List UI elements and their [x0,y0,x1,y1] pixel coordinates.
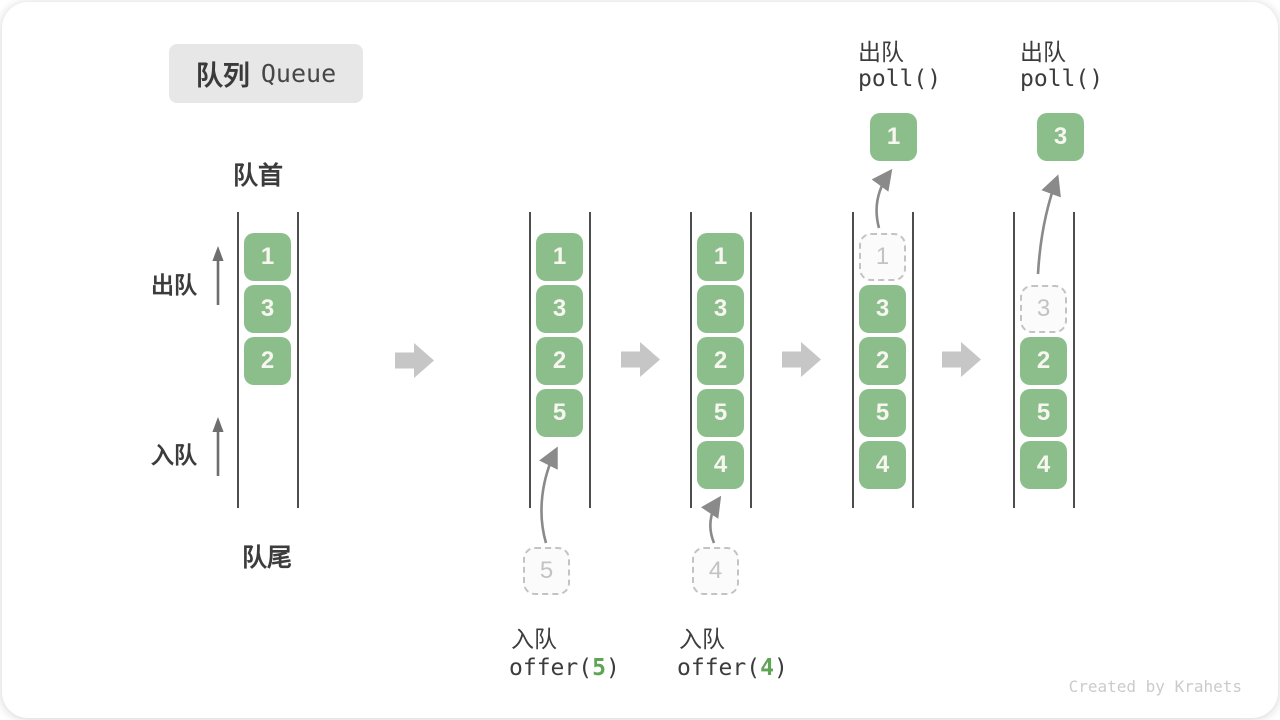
op-poll-code: poll() [858,66,942,92]
removed-item-placeholder: 3 [1020,285,1067,333]
op-enqueue-label: 入队 [511,626,557,652]
op-dequeue-label: 出队 [1020,39,1066,65]
dequeue-direction-arrow-icon [212,246,224,305]
queue-item: 1 [536,233,583,281]
incoming-item-placeholder: 5 [523,547,570,595]
op-offer-code: offer(4) [677,655,788,681]
step-arrow-icon [942,342,981,377]
code-argument: 4 [760,655,774,681]
code-prefix: offer( [677,655,761,681]
incoming-item-placeholder: 4 [692,547,739,595]
queue-item: 3 [859,285,906,333]
polled-item: 1 [870,113,917,161]
step-arrow-icon [621,342,660,377]
code-suffix: ) [773,655,788,681]
removed-item-placeholder: 1 [859,233,906,281]
op-offer-code: offer(5) [509,655,620,681]
title-badge: 队列 Queue [169,44,363,103]
op-poll-code: poll() [1020,66,1104,92]
label-enqueue-side: 入队 [151,442,197,468]
queue-rail-right [297,212,299,508]
queue-item: 4 [859,441,906,489]
queue-item: 2 [244,337,291,385]
queue-item: 5 [536,389,583,437]
queue-rail-left [1013,212,1015,508]
queue-rail-right [1073,212,1075,508]
queue-item: 1 [697,233,744,281]
op-enqueue-label: 入队 [679,626,725,652]
label-queue-rear: 队尾 [242,544,293,572]
credit-text: Created by Krahets [1068,677,1242,696]
queue-item: 2 [697,337,744,385]
queue-item: 5 [1020,389,1067,437]
queue-item: 4 [697,441,744,489]
queue-rail-right [912,212,914,508]
step-arrow-icon [395,343,434,378]
queue-rail-left [852,212,854,508]
title-chinese: 队列 [195,61,250,91]
queue-item: 3 [244,285,291,333]
enqueue-direction-arrow-icon [212,417,224,476]
label-queue-front: 队首 [233,162,284,190]
queue-rail-left [237,212,239,508]
queue-item: 2 [536,337,583,385]
step-arrow-icon [782,342,821,377]
queue-rail-right [750,212,752,508]
code-suffix: ) [605,655,620,681]
title-english: Queue [260,59,337,88]
queue-item: 1 [244,233,291,281]
queue-item: 4 [1020,441,1067,489]
polled-item: 3 [1037,113,1084,161]
queue-rail-left [690,212,692,508]
code-argument: 5 [592,655,606,681]
queue-item: 5 [859,389,906,437]
op-dequeue-label: 出队 [858,39,904,65]
queue-item: 3 [697,285,744,333]
queue-rail-left [529,212,531,508]
queue-item: 3 [536,285,583,333]
queue-rail-right [589,212,591,508]
label-dequeue-side: 出队 [151,272,197,298]
queue-item: 5 [697,389,744,437]
queue-item: 2 [859,337,906,385]
code-prefix: offer( [509,655,593,681]
queue-item: 2 [1020,337,1067,385]
